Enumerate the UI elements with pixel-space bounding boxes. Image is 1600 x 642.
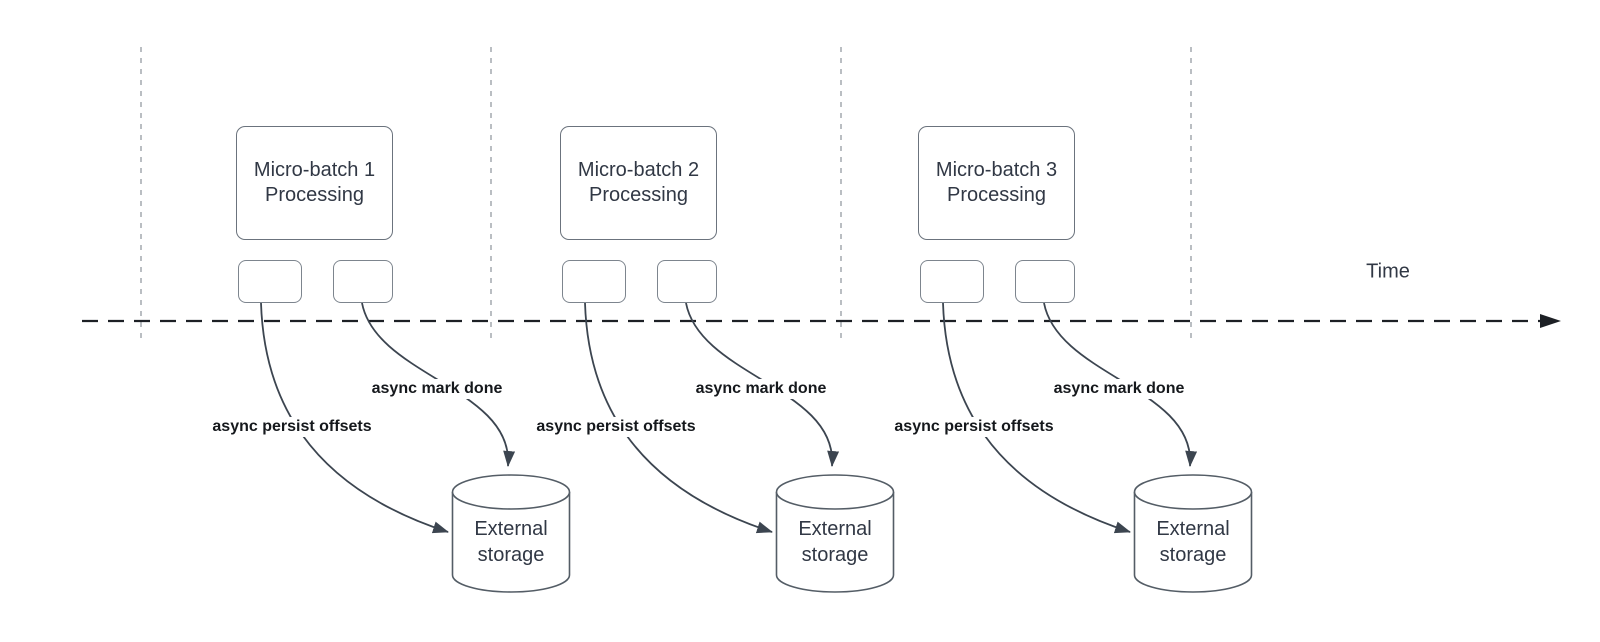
- persist-offsets-label: async persist offsets: [209, 417, 375, 437]
- microbatch-title: Micro-batch 1 Processing: [253, 159, 376, 206]
- microbatch-processing-box: Micro-batch 1 Processing: [236, 126, 393, 240]
- time-axis-label: Time: [1366, 260, 1410, 283]
- mark-done-source-box: [333, 260, 393, 303]
- microbatch-processing-box: Micro-batch 3 Processing: [918, 126, 1075, 240]
- external-storage-cylinder: [1133, 474, 1253, 593]
- persist-offsets-label: async persist offsets: [891, 417, 1057, 437]
- persist-offsets-label: async persist offsets: [533, 417, 699, 437]
- external-storage-label: External storage: [1156, 518, 1230, 566]
- mark-done-label: async mark done: [1050, 379, 1188, 399]
- persist-offsets-source-box: [238, 260, 302, 303]
- microbatch-processing-box: Micro-batch 2 Processing: [560, 126, 717, 240]
- microbatch-title: Micro-batch 2 Processing: [577, 159, 700, 206]
- external-storage-label: External storage: [798, 518, 872, 566]
- mark-done-label: async mark done: [692, 379, 830, 399]
- microbatch-cluster-3: Micro-batch 3 Processing async persist o…: [891, 126, 1258, 608]
- microbatch-cluster-1: Micro-batch 1 Processing async persist o…: [209, 126, 576, 608]
- external-storage-cylinder: [451, 474, 571, 593]
- mark-done-label: async mark done: [368, 379, 506, 399]
- persist-offsets-source-box: [562, 260, 626, 303]
- microbatch-cluster-2: Micro-batch 2 Processing async persist o…: [533, 126, 900, 608]
- external-storage-cylinder: [775, 474, 895, 593]
- mark-done-source-box: [657, 260, 717, 303]
- cluster-arrows-and-storage: [584, 302, 895, 593]
- external-storage-label: External storage: [474, 518, 548, 566]
- mark-done-source-box: [1015, 260, 1075, 303]
- microbatch-title: Micro-batch 3 Processing: [935, 159, 1058, 206]
- persist-offsets-source-box: [920, 260, 984, 303]
